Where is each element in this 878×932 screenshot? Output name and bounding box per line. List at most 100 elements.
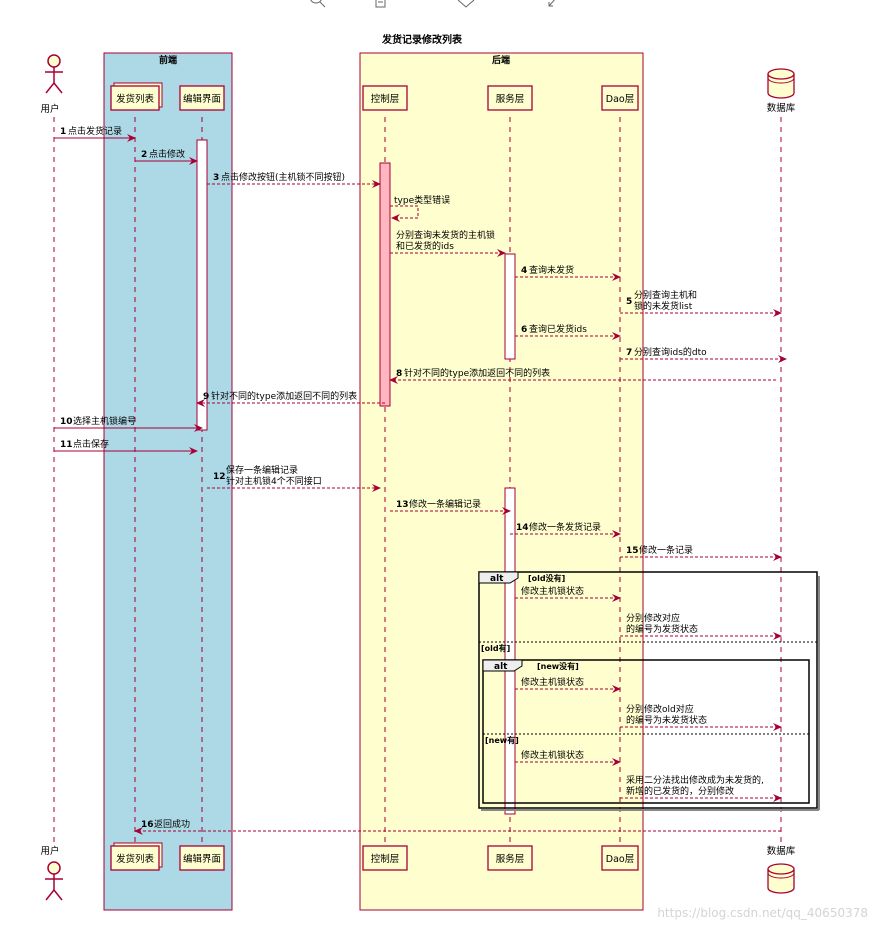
- participant-ctrl-top: 控制层: [362, 85, 408, 111]
- message-self-22: 采用二分法找出修改成为未发货的,新增的已发货的，分别修改: [620, 774, 782, 802]
- message-label: 分别查询ids的dto: [634, 346, 707, 358]
- message-number: 13: [396, 500, 409, 510]
- message-number: 11: [60, 440, 73, 450]
- participant-svc-bottom: 服务层: [487, 845, 533, 871]
- message-label: 修改一条发货记录: [529, 521, 601, 533]
- message-self-21: 修改主机锁状态: [515, 749, 621, 766]
- participant-db-top: 数据库: [767, 68, 796, 114]
- message-label: 采用二分法找出修改成为未发货的,: [626, 774, 764, 786]
- message-label: 修改一条记录: [639, 544, 693, 556]
- message-number: 6: [521, 325, 527, 335]
- participant-label: 控制层: [371, 853, 400, 865]
- message-label: 新增的已发货的，分别修改: [626, 785, 734, 797]
- alt-outer-guard-1: [old没有]: [528, 573, 565, 583]
- participant-box: [110, 845, 160, 871]
- message-label: 针对不同的type添加返回不同的列表: [404, 367, 550, 379]
- message-label: 点击保存: [73, 438, 109, 450]
- diamond-icon[interactable]: [457, 0, 475, 8]
- message-number: 14: [516, 523, 529, 533]
- participant-label: 数据库: [767, 102, 796, 114]
- message-label: 查询未发货: [529, 264, 574, 276]
- participant-label: Dao层: [606, 94, 634, 105]
- message-label: 选择主机锁编号: [73, 415, 136, 427]
- message-label: 分别查询未发货的主机锁: [396, 229, 495, 241]
- message-label: 修改主机锁状态: [521, 676, 584, 688]
- message-label: 针对主机锁4个不同接口: [226, 475, 322, 487]
- database-icon: [767, 863, 795, 894]
- participant-box: [362, 85, 408, 111]
- message-label: 的编号为发货状态: [626, 623, 698, 635]
- participant-label: 用户: [40, 103, 59, 115]
- participant-edit-top: 编辑界面: [179, 85, 225, 111]
- message-label: 锁的未发货list: [634, 300, 693, 312]
- message-number: 9: [203, 392, 209, 402]
- message-self-3: type类型错误: [390, 194, 450, 222]
- alt-inner-guard-1: [new没有]: [537, 661, 579, 671]
- participant-dao-bottom: Dao层: [601, 845, 639, 871]
- participants: 用户用户发货列表发货列表编辑界面编辑界面控制层控制层服务层服务层Dao层Dao层…: [40, 54, 796, 901]
- zoom-icon[interactable]: [310, 0, 326, 8]
- activation-svc-1: [504, 253, 516, 360]
- activation-edit: [196, 139, 208, 431]
- alt-inner-guard-2: [new有]: [485, 735, 519, 745]
- message-number: 4: [521, 266, 527, 276]
- resize-icon[interactable]: [548, 0, 556, 7]
- message-number: 15: [626, 546, 639, 556]
- message-number: 5: [626, 297, 632, 307]
- box-back-label: 后端: [492, 54, 510, 66]
- participant-dao-top: Dao层: [601, 85, 639, 111]
- message-label: 修改主机锁状态: [521, 585, 584, 597]
- alt-inner-frame: [482, 659, 810, 804]
- message-label: 分别修改old对应: [626, 703, 694, 715]
- message-self-17: 修改主机锁状态: [515, 585, 621, 602]
- participant-label: 发货列表: [116, 853, 155, 865]
- alt-fragments: alt [old没有] [old有] alt [new没有] [new有]: [478, 571, 820, 811]
- participant-label: 数据库: [767, 845, 796, 857]
- participant-db-bottom: 数据库: [767, 845, 796, 894]
- watermark: https://blog.csdn.net/qq_40650378: [657, 906, 868, 920]
- participant-svc-top: 服务层: [487, 85, 533, 111]
- participant-box: [110, 85, 160, 111]
- message-label: 修改一条编辑记录: [409, 498, 481, 510]
- message-self-19: 修改主机锁状态: [515, 676, 621, 693]
- diagram-title: 发货记录修改列表: [381, 33, 463, 46]
- alt-inner-label: alt: [494, 662, 508, 672]
- participant-label: 编辑界面: [183, 93, 221, 105]
- message-label: 针对不同的type添加返回不同的列表: [211, 390, 357, 402]
- participant-edit-bottom: 编辑界面: [179, 845, 225, 871]
- participant-label: Dao层: [606, 854, 634, 865]
- copy-icon[interactable]: [375, 0, 386, 8]
- box-front: 前端: [103, 52, 233, 911]
- message-label: type类型错误: [394, 194, 450, 206]
- message-label: 返回成功: [154, 818, 190, 830]
- message-number: 2: [141, 150, 147, 160]
- alt-outer-guard-2: [old有]: [481, 643, 510, 653]
- message-label: 的编号为未发货状态: [626, 714, 707, 726]
- participant-box: [362, 845, 408, 871]
- message-label: 点击发货记录: [68, 125, 122, 137]
- message-number: 8: [396, 369, 402, 379]
- participant-label: 服务层: [496, 853, 525, 865]
- participant-label: 发货列表: [116, 93, 155, 105]
- message-label: 点击修改: [149, 148, 185, 160]
- participant-box: [179, 85, 225, 111]
- participant-user-bottom: 用户: [40, 845, 63, 901]
- message-label: 保存一条编辑记录: [226, 464, 298, 476]
- message-label: 查询已发货ids: [529, 323, 587, 335]
- participant-list-bottom: 发货列表: [110, 842, 163, 871]
